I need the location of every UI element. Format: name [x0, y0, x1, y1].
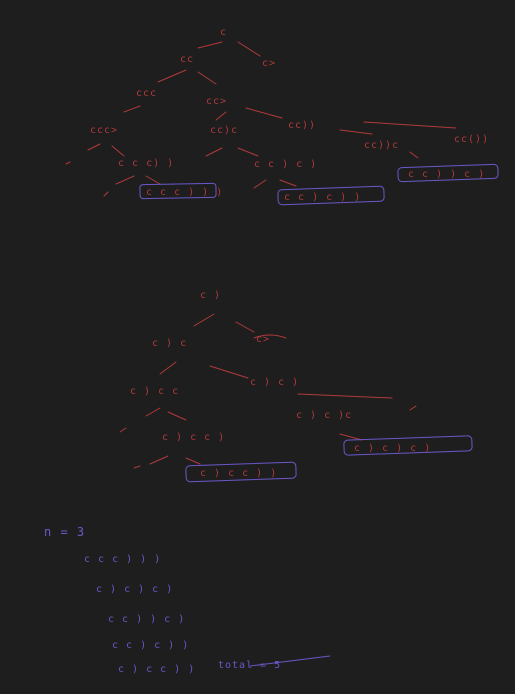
tree2-l3-left: c ) c c ) — [162, 432, 225, 443]
edge — [149, 455, 169, 465]
edge — [123, 105, 141, 113]
tree-1: c cc c> ccc cc> ccc> cc)c cc)) cc))c cc(… — [65, 27, 499, 206]
edge — [237, 147, 259, 157]
edge — [193, 313, 215, 327]
leaf-box — [343, 435, 473, 456]
tree1-l3-d: cc))c — [364, 140, 399, 151]
edge — [197, 71, 217, 85]
tree1-leaf-a: c c c ) ) ) — [146, 187, 223, 198]
tree2-root: c ) — [200, 290, 221, 301]
tree1-l1-right: c> — [262, 58, 276, 69]
edge — [279, 179, 297, 187]
arrow — [409, 405, 417, 411]
edge — [253, 179, 267, 189]
edge — [65, 161, 71, 165]
tree1-root: c — [220, 27, 227, 38]
arrow — [297, 393, 393, 399]
edge — [103, 191, 109, 197]
edge — [159, 361, 177, 375]
tree1-l4-b: c c ) c ) — [254, 159, 317, 170]
edge — [339, 129, 373, 135]
leaf-box — [277, 185, 385, 206]
tree2-leaf-a: c ) c ) c ) — [354, 443, 431, 454]
edge — [167, 411, 187, 421]
edge — [115, 175, 135, 185]
edge — [245, 107, 283, 119]
underline — [249, 655, 331, 667]
tree1-l1-left: cc — [180, 54, 194, 65]
tree2-leaf-b: c ) c c ) ) — [200, 468, 277, 479]
note-row-4: c c ) c ) ) — [112, 640, 189, 651]
total-label: total = 5 — [218, 660, 281, 671]
edge — [237, 41, 261, 57]
tree2-l1-right: c> — [256, 334, 270, 345]
edge — [185, 457, 201, 465]
tree1-l2-left: ccc — [136, 88, 157, 99]
tree2-l3-right: c ) c )c — [296, 410, 352, 421]
edge — [87, 143, 101, 151]
leaf-box — [185, 461, 297, 483]
edge — [157, 69, 187, 83]
n-label: n = 3 — [44, 525, 85, 539]
tree1-l3-b: cc)c — [210, 125, 238, 136]
leaf-box — [139, 182, 217, 200]
tree2-l2-right: c ) c ) — [250, 377, 299, 388]
tree1-leaf-b: c c ) c ) ) — [284, 192, 361, 203]
tree2-l1-left: c ) c — [152, 338, 187, 349]
edge — [197, 41, 223, 49]
tree1-l3-a: ccc> — [90, 125, 118, 136]
tree2-l2-left: c ) c c — [130, 386, 179, 397]
edge — [133, 465, 141, 469]
note-row-2: c ) c ) c ) — [96, 584, 173, 595]
note-row-3: c c ) ) c ) — [108, 614, 185, 625]
edge — [145, 175, 161, 185]
notes: n = 3 c c c ) ) ) c ) c ) c ) c c ) ) c … — [44, 525, 331, 675]
edge — [363, 121, 457, 129]
edge — [111, 145, 125, 157]
edge — [339, 433, 363, 441]
strike — [253, 334, 287, 339]
tree1-l3-c: cc)) — [288, 120, 316, 131]
edge — [119, 427, 127, 433]
leaf-box — [397, 163, 499, 183]
note-row-1: c c c ) ) ) — [84, 554, 161, 565]
tree1-l2-mid: cc> — [206, 96, 227, 107]
edge — [409, 151, 419, 159]
edge — [215, 111, 227, 121]
tree1-leaf-c: c c ) ) c ) — [408, 169, 485, 180]
edge — [235, 321, 255, 333]
tree1-l4-a: c c c) ) — [118, 158, 174, 169]
tree-2: c ) c ) c c> c ) c c c ) c ) c ) c )c c … — [119, 290, 473, 483]
edge — [205, 147, 223, 157]
edge — [209, 365, 249, 379]
edge — [145, 407, 161, 417]
note-row-5: c ) c c ) ) — [118, 664, 195, 675]
tree1-l3-e: cc()) — [454, 134, 489, 145]
